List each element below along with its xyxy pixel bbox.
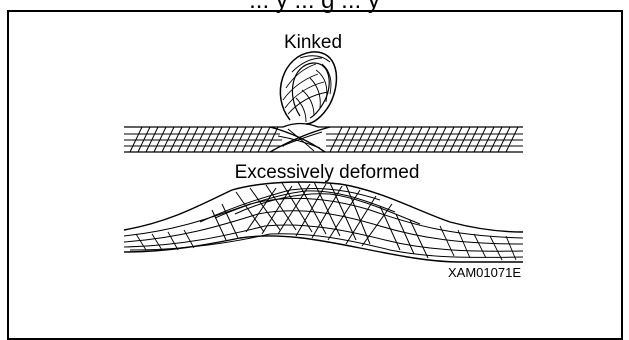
wire-rope-illustration: Kinked Excessively deformed XAM01071E	[123, 32, 524, 280]
deformed-label: Excessively deformed	[235, 162, 420, 183]
kinked-label: Kinked	[284, 32, 342, 53]
figure-code-label: XAM01071E	[448, 265, 521, 280]
kinked-rope	[124, 51, 523, 153]
deformed-rope	[123, 181, 524, 263]
